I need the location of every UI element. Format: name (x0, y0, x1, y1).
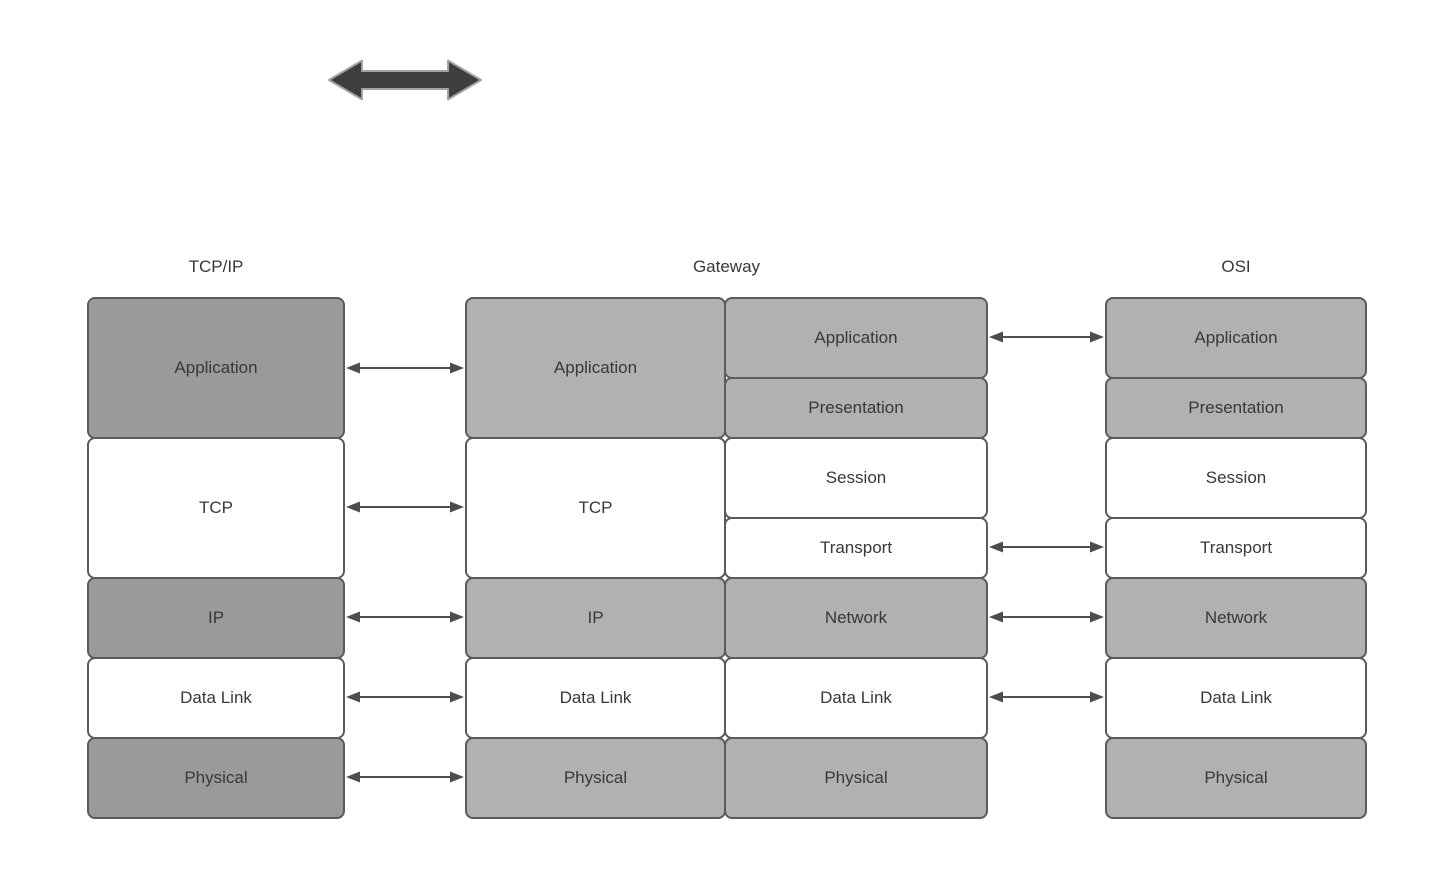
arrow-tcpip-gateway-tcp (346, 501, 464, 513)
layer-label: Application (553, 358, 638, 377)
tcpip-layer-physical: Physical (87, 737, 345, 819)
arrow-tcpip-gateway-application (346, 362, 464, 374)
column-title-tcpip: TCP/IP (188, 257, 244, 276)
layer-label: IP (587, 608, 604, 627)
gateway-layer-datalink: Data Link (465, 657, 726, 739)
gateway-layer-physical: Physical (465, 737, 726, 819)
layer-label: TCP (199, 498, 233, 517)
tcpip-layer-application: Application (87, 297, 345, 439)
layer-label: Application (1194, 328, 1278, 347)
gateway-layer-ip: IP (465, 577, 726, 659)
arrow-tcpip-gateway-datalink (346, 691, 464, 703)
tcpip-layer-ip: IP (87, 577, 345, 659)
arrow-tcpip-gateway-physical (346, 771, 464, 783)
layer-label: Data Link (559, 688, 632, 707)
layer-label: Transport (1199, 538, 1273, 557)
gateway-osi-layer-session: Session (724, 437, 988, 519)
osi-layer-transport: Transport (1105, 517, 1367, 579)
arrow-gateway-osi-transport (989, 541, 1104, 553)
layer-label: TCP (578, 498, 613, 517)
layer-label: IP (207, 608, 225, 627)
layer-label: Physical (1204, 768, 1268, 787)
arrow-gateway-osi-application (989, 331, 1104, 343)
layer-label: Presentation (1188, 398, 1284, 417)
layer-label: Data Link (180, 688, 252, 707)
layer-label: Session (825, 468, 887, 487)
gateway-osi-layer-physical: Physical (724, 737, 988, 819)
tcpip-stack: Application TCP IP Data Link Physical (87, 297, 345, 819)
tcpip-layer-datalink: Data Link (87, 657, 345, 739)
layer-label: Physical (184, 768, 248, 787)
layer-label: Physical (563, 768, 628, 787)
osi-layer-physical: Physical (1105, 737, 1367, 819)
layer-label: Network (824, 608, 888, 627)
osi-stack: Application Presentation Session Transpo… (1105, 297, 1367, 819)
osi-layer-datalink: Data Link (1105, 657, 1367, 739)
gateway-layer-application: Application (465, 297, 726, 439)
gateway-osi-layer-network: Network (724, 577, 988, 659)
gateway-osi-layer-datalink: Data Link (724, 657, 988, 739)
osi-layer-session: Session (1105, 437, 1367, 519)
gateway-osi-layer-transport: Transport (724, 517, 988, 579)
layer-label: Data Link (1200, 688, 1272, 707)
layer-label: Session (1205, 468, 1267, 487)
gateway-osi-layer-presentation: Presentation (724, 377, 988, 439)
layer-label: Physical (824, 768, 888, 787)
arrow-gateway-osi-network (989, 611, 1104, 623)
gateway-layer-tcp: TCP (465, 437, 726, 579)
layer-label: Data Link (820, 688, 892, 707)
column-title-osi: OSI (1221, 257, 1251, 276)
osi-layer-network: Network (1105, 577, 1367, 659)
tcpip-layer-tcp: TCP (87, 437, 345, 579)
gateway-left-stack: Application TCP IP Data Link Physical (465, 297, 726, 819)
layer-label: Application (174, 358, 258, 377)
layer-label: Transport (819, 538, 893, 557)
arrow-gateway-osi-datalink (989, 691, 1104, 703)
column-title-gateway: Gateway (692, 257, 761, 276)
layer-label: Network (1204, 608, 1268, 627)
gateway-osi-layer-application: Application (724, 297, 988, 379)
layer-label: Presentation (808, 398, 904, 417)
double-headed-arrow-icon (328, 59, 482, 101)
osi-layer-presentation: Presentation (1105, 377, 1367, 439)
gateway-right-stack: Application Presentation Session Transpo… (724, 297, 988, 819)
layer-label: Application (814, 328, 898, 347)
arrow-tcpip-gateway-ip (346, 611, 464, 623)
osi-layer-application: Application (1105, 297, 1367, 379)
double-headed-arrow-shape (328, 59, 482, 101)
